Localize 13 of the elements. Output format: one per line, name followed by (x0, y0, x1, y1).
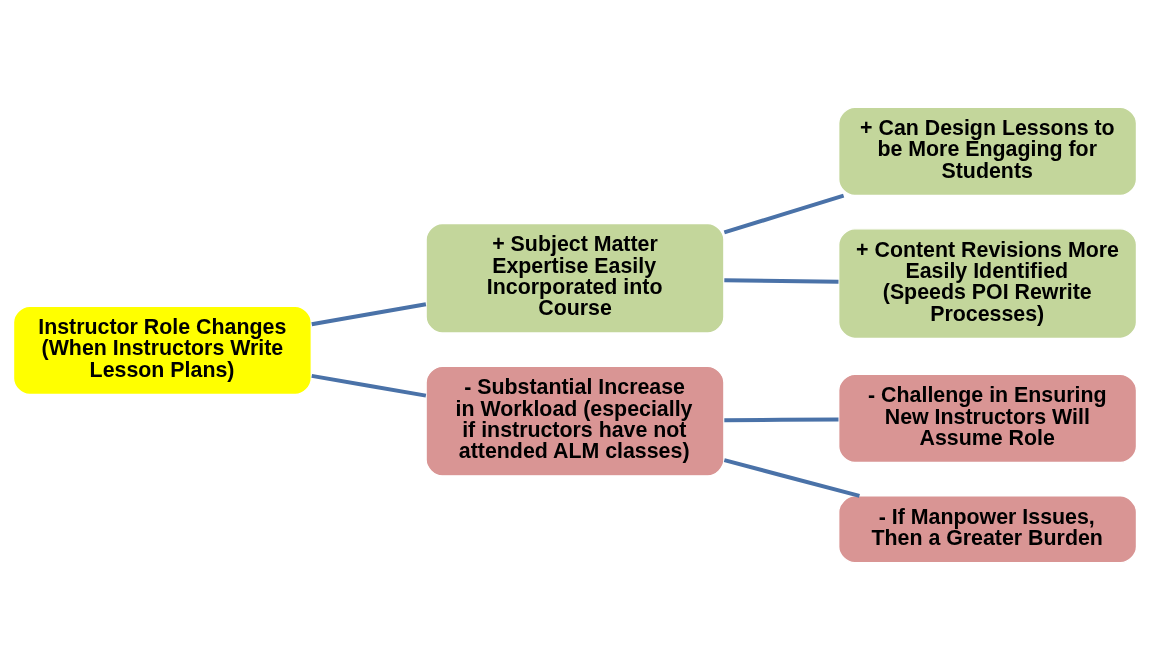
node-box: - Substantial Increase in Workload (especially if instructors have not attended ALM classes) (425, 365, 725, 477)
connector (724, 416, 839, 422)
connector (723, 457, 860, 498)
node-box: + Subject Matter Expertise Easily Incorporated into Course (425, 222, 725, 334)
node-box: Instructor Role Changes (When Instructors Write Lesson Plans) (12, 305, 312, 395)
node-box: + Can Design Lessons to be More Engaging for Students (838, 106, 1138, 196)
connector (723, 193, 845, 234)
node-box: + Content Revisions More Easily Identified (Speeds POI Rewrite Processes) (838, 227, 1138, 339)
connector (311, 301, 427, 326)
node-box: - If Manpower Issues, Then a Greater Burden (838, 494, 1138, 563)
connector (311, 373, 427, 398)
connector (724, 277, 839, 284)
node-box: - Challenge in Ensuring New Instructors Will Assume Role (838, 373, 1138, 463)
